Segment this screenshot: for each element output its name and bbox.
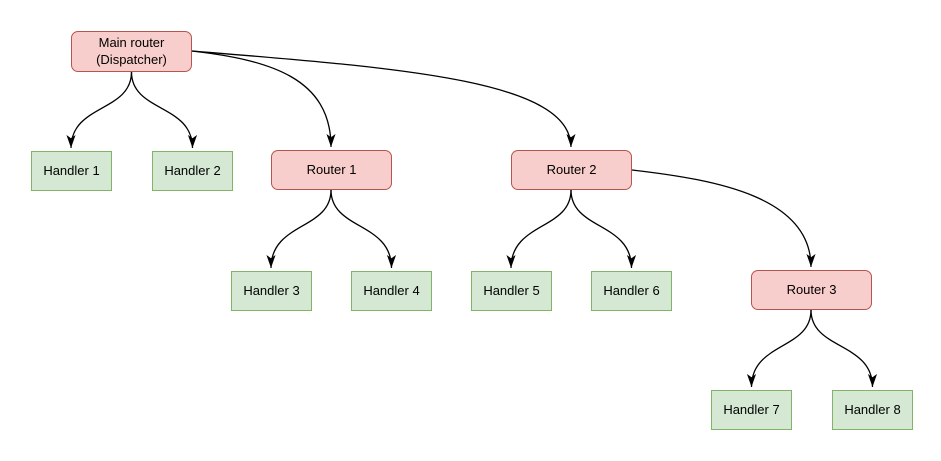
edge-router2-to-router3 — [631, 169, 816, 268]
edge-main-router-to-handler2 — [130, 71, 198, 149]
node-handler-8-label: Handler 8 — [844, 401, 901, 417]
edge-main-router-to-handler1 — [66, 71, 133, 149]
edge-router1-to-handler4 — [330, 189, 397, 269]
edge-main-router-to-router1 — [191, 50, 336, 148]
edge-router3-to-handler7 — [746, 309, 812, 388]
edge-main-router-to-router2 — [191, 50, 576, 148]
node-handler-7: Handler 7 — [711, 390, 792, 430]
node-handler-2: Handler 2 — [152, 151, 233, 191]
edge-router2-to-handler6 — [570, 189, 637, 269]
node-handler-5: Handler 5 — [471, 271, 552, 311]
node-router-2-label: Router 2 — [546, 161, 597, 177]
node-main-router: Main router (Dispatcher) — [71, 31, 192, 72]
edge-router3-to-handler8 — [810, 309, 878, 388]
node-router-1-label: Router 1 — [306, 161, 357, 177]
node-router-1: Router 1 — [271, 150, 392, 190]
node-main-router-label: Main router (Dispatcher) — [96, 35, 167, 67]
node-handler-8: Handler 8 — [832, 390, 913, 430]
node-handler-7-label: Handler 7 — [723, 401, 780, 417]
node-handler-6: Handler 6 — [591, 271, 672, 311]
node-handler-6-label: Handler 6 — [603, 282, 660, 298]
node-router-3-label: Router 3 — [786, 281, 837, 297]
node-handler-5-label: Handler 5 — [483, 282, 540, 298]
node-router-2: Router 2 — [511, 150, 632, 190]
edge-router1-to-handler3 — [266, 189, 332, 269]
node-handler-1: Handler 1 — [31, 151, 112, 191]
node-handler-4: Handler 4 — [351, 271, 432, 311]
node-router-3: Router 3 — [751, 270, 872, 310]
node-handler-3: Handler 3 — [231, 271, 312, 311]
node-handler-2-label: Handler 2 — [164, 162, 221, 178]
node-handler-3-label: Handler 3 — [243, 282, 300, 298]
edge-router2-to-handler5 — [506, 189, 572, 269]
node-handler-4-label: Handler 4 — [363, 282, 420, 298]
node-handler-1-label: Handler 1 — [43, 162, 100, 178]
